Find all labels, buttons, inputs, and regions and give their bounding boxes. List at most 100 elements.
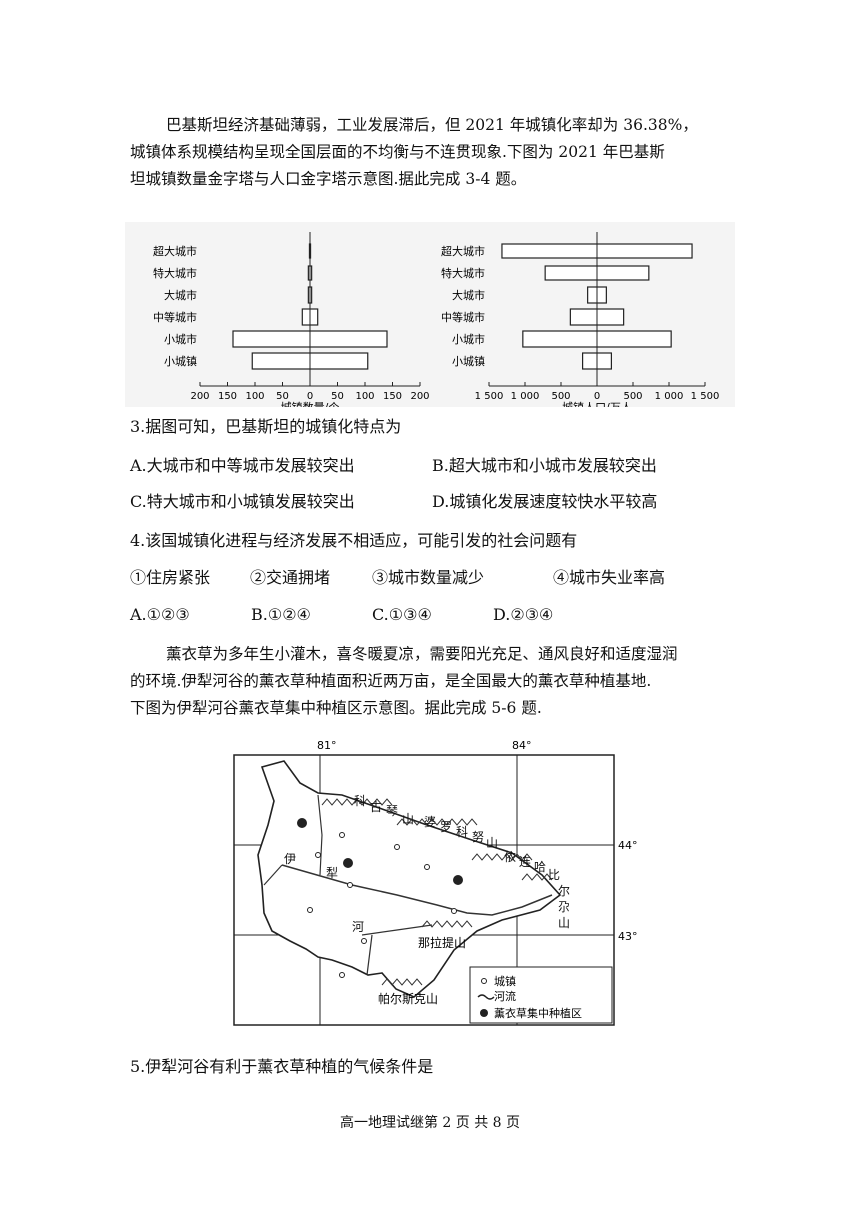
ili-valley-map: 81° 84° 44° 43° 科 古 琴 山 婆 罗 科 努 山 依 连 哈 … bbox=[233, 739, 637, 1026]
question-5-stem: 5.伊犁河谷有利于薰衣草种植的气候条件是 bbox=[130, 1057, 434, 1076]
svg-text:科: 科 bbox=[456, 825, 468, 839]
svg-text:哈: 哈 bbox=[534, 860, 546, 874]
svg-text:古: 古 bbox=[370, 799, 382, 814]
category-label: 超大城市 bbox=[153, 244, 197, 258]
category-label: 小城市 bbox=[164, 332, 197, 346]
x-tick-label: 200 bbox=[410, 391, 429, 402]
x-tick-label: 100 bbox=[355, 391, 374, 402]
q4-item-2: ②交通拥堵 bbox=[250, 568, 331, 587]
page-footer: 高一地理试继第 2 页 共 8 页 bbox=[339, 1115, 521, 1131]
svg-text:山: 山 bbox=[402, 812, 414, 826]
q3-option-b[interactable]: B.超大城市和小城市发展较突出 bbox=[432, 456, 657, 475]
category-label: 超大城市 bbox=[441, 244, 485, 258]
x-tick-label: 500 bbox=[623, 391, 642, 402]
question-4-stem: 4.该国城镇化进程与经济发展不相适应，可能引发的社会问题有 bbox=[130, 531, 578, 550]
q4-option-c[interactable]: C.①③④ bbox=[372, 605, 432, 624]
svg-text:努: 努 bbox=[472, 829, 484, 844]
ili-river bbox=[281, 864, 553, 916]
svg-text:婆: 婆 bbox=[424, 815, 436, 829]
q3-option-d[interactable]: D.城镇化发展速度较快水平较高 bbox=[432, 492, 658, 511]
category-label: 小城镇 bbox=[452, 354, 485, 368]
map-legend bbox=[469, 966, 613, 1024]
legend-lavender-label: 薰衣草集中种植区 bbox=[494, 1006, 582, 1020]
intro-line: 坦城镇数量金字塔与人口金字塔示意图.据此完成 3-4 题。 bbox=[130, 170, 527, 188]
svg-text:连: 连 bbox=[519, 854, 531, 869]
svg-text:河: 河 bbox=[352, 920, 364, 934]
mountain-label-paersike: 帕尔斯克山 bbox=[378, 991, 438, 1006]
mountain-label-yilianhabier: 依 连 哈 比 尔 尕 山 bbox=[504, 849, 570, 930]
category-label: 大城市 bbox=[164, 288, 197, 302]
svg-text:琴: 琴 bbox=[386, 804, 398, 818]
svg-text:依: 依 bbox=[504, 849, 516, 864]
legend-town-symbol bbox=[481, 978, 487, 984]
svg-text:尕: 尕 bbox=[558, 900, 570, 914]
town-markers bbox=[307, 832, 457, 978]
svg-text:山: 山 bbox=[486, 836, 498, 850]
x-tick-label: 50 bbox=[331, 391, 344, 402]
q3-option-a[interactable]: A.大城市和中等城市发展较突出 bbox=[130, 456, 355, 475]
x-axis-label: 城镇人口/万人 bbox=[562, 400, 632, 407]
x-tick-label: 150 bbox=[218, 391, 237, 402]
q4-item-4: ④城市失业率高 bbox=[553, 568, 666, 587]
intro-paragraph-2: 薰衣草为多年生小灌木，喜冬暖夏凉，需要阳光充足、通风良好和适度湿润 的环境.伊犁… bbox=[130, 641, 730, 722]
svg-text:犁: 犁 bbox=[326, 866, 338, 880]
latitude-label: 43° bbox=[618, 930, 637, 943]
intro-line: 的环境.伊犁河谷的薰衣草种植面积近两万亩，是全国最大的薰衣草种植基地. bbox=[130, 672, 652, 690]
intro-line: 城镇体系规模结构呈现全国层面的不均衡与不连贯现象.下图为 2021 年巴基斯 bbox=[130, 143, 665, 161]
svg-text:罗: 罗 bbox=[440, 820, 452, 834]
valley-boundary bbox=[257, 760, 562, 998]
legend-river-symbol bbox=[477, 994, 495, 1000]
mountain-label-poluokenu: 婆 罗 科 努 山 bbox=[424, 815, 498, 850]
intro-line: 巴基斯坦经济基础薄弱，工业发展滞后，但 2021 年城镇化率却为 36.38%， bbox=[166, 116, 698, 134]
category-label: 小城市 bbox=[452, 332, 485, 346]
x-tick-label: 1 500 bbox=[475, 391, 504, 402]
category-label: 特大城市 bbox=[441, 266, 485, 280]
x-tick-label: 1 000 bbox=[655, 391, 684, 402]
q3-option-c[interactable]: C.特大城市和小城镇发展较突出 bbox=[130, 492, 355, 511]
lavender-areas bbox=[297, 818, 463, 885]
x-tick-label: 0 bbox=[594, 391, 600, 402]
q4-option-b[interactable]: B.①②④ bbox=[251, 605, 311, 624]
svg-text:比: 比 bbox=[548, 868, 560, 882]
category-label: 中等城市 bbox=[153, 310, 197, 324]
legend-town-label: 城镇 bbox=[494, 974, 516, 988]
q4-option-d[interactable]: D.②③④ bbox=[493, 605, 554, 624]
svg-text:山: 山 bbox=[558, 916, 570, 930]
legend-river-label: 河流 bbox=[494, 989, 516, 1003]
question-3-stem: 3.据图可知，巴基斯坦的城镇化特点为 bbox=[130, 417, 402, 436]
x-tick-label: 500 bbox=[551, 391, 570, 402]
x-tick-label: 200 bbox=[190, 391, 209, 402]
mountain-label-kegu: 科 古 琴 山 bbox=[354, 794, 414, 826]
svg-text:伊: 伊 bbox=[284, 852, 296, 866]
q4-option-a[interactable]: A.①②③ bbox=[130, 605, 190, 624]
river-label-ili: 伊 犁 河 bbox=[284, 852, 364, 934]
legend-lavender-symbol bbox=[480, 1009, 488, 1017]
q4-item-1: ①住房紧张 bbox=[130, 568, 211, 587]
category-label: 大城市 bbox=[452, 288, 485, 302]
x-tick-label: 150 bbox=[383, 391, 402, 402]
x-tick-label: 1 500 bbox=[691, 391, 720, 402]
latitude-label: 44° bbox=[618, 839, 637, 852]
x-tick-label: 50 bbox=[276, 391, 289, 402]
category-label: 特大城市 bbox=[153, 266, 197, 280]
x-tick-label: 100 bbox=[245, 391, 264, 402]
svg-text:科: 科 bbox=[354, 794, 366, 808]
tributary bbox=[317, 794, 323, 876]
mountain-range bbox=[321, 798, 553, 986]
intro-line: 薰衣草为多年生小灌木，喜冬暖夏凉，需要阳光充足、通风良好和适度湿润 bbox=[166, 645, 678, 663]
intro-paragraph-1: 巴基斯坦经济基础薄弱，工业发展滞后，但 2021 年城镇化率却为 36.38%，… bbox=[130, 112, 730, 193]
category-label: 小城镇 bbox=[164, 354, 197, 368]
tributary bbox=[361, 924, 433, 936]
x-axis-label: 城镇数量/个 bbox=[281, 400, 340, 407]
mountain-label-nalati: 那拉提山 bbox=[418, 935, 466, 950]
tributary bbox=[263, 864, 283, 886]
q4-item-3: ③城市数量减少 bbox=[372, 568, 485, 587]
category-label: 中等城市 bbox=[441, 310, 485, 324]
tributary bbox=[366, 934, 373, 976]
x-tick-label: 1 000 bbox=[511, 391, 540, 402]
x-tick-label: 0 bbox=[307, 391, 313, 402]
svg-text:尔: 尔 bbox=[558, 883, 570, 898]
